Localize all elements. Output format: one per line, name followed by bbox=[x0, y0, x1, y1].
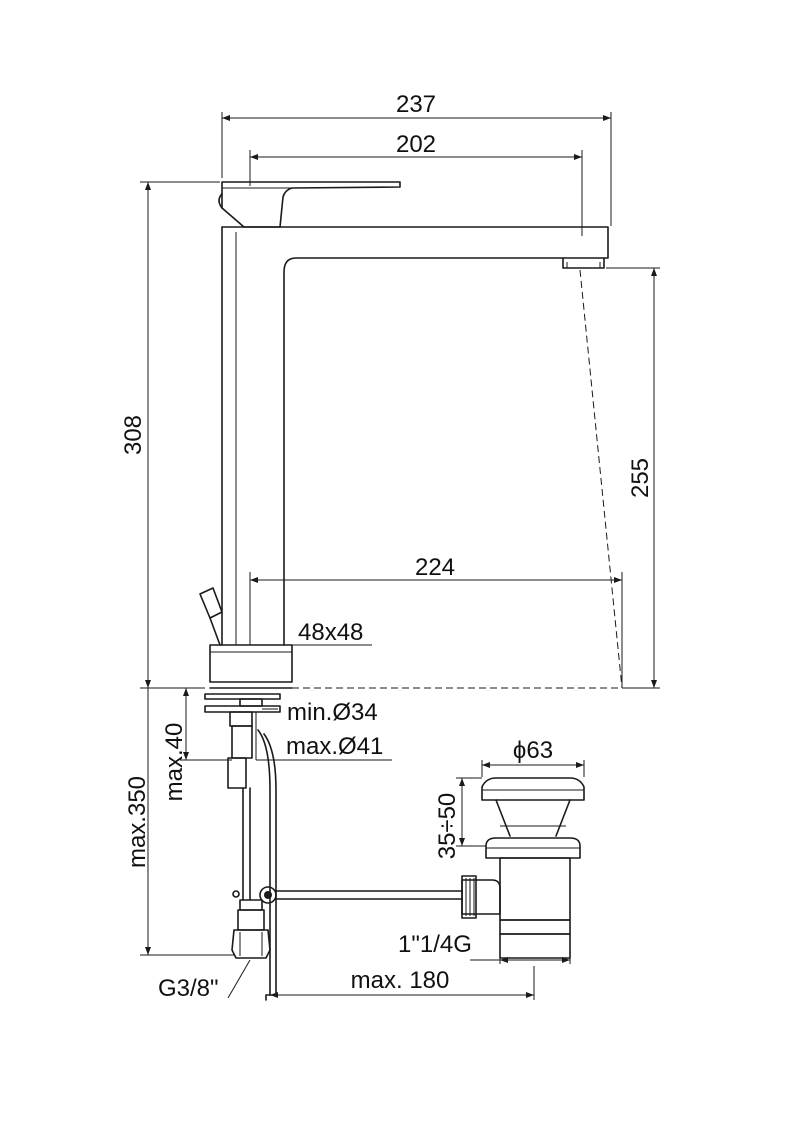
label-trap-distance: max. 180 bbox=[351, 967, 450, 994]
faucet-body bbox=[199, 181, 609, 689]
label-waste-lift: 35÷50 bbox=[434, 793, 461, 860]
waste-assembly bbox=[275, 777, 585, 959]
label-total-width: 237 bbox=[396, 91, 436, 118]
dimension-labels: 237 202 308 255 224 48x48 min.Ø34 max.Ø4… bbox=[120, 91, 654, 1002]
label-body-section: 48x48 bbox=[298, 619, 363, 646]
label-spout-height: 255 bbox=[627, 458, 654, 498]
label-hole-max: max.Ø41 bbox=[286, 733, 383, 760]
label-hose-length: max.350 bbox=[124, 776, 151, 868]
label-hole-min: min.Ø34 bbox=[287, 699, 378, 726]
label-waste-thread: 1"1/4G bbox=[398, 931, 472, 958]
label-spout-projection: 224 bbox=[415, 554, 455, 581]
fixing-assembly bbox=[204, 693, 281, 1001]
label-deck-thickness: max.40 bbox=[161, 723, 188, 802]
label-connection-thread: G3/8" bbox=[158, 975, 219, 1002]
label-total-height: 308 bbox=[120, 415, 147, 455]
label-spout-reach: 202 bbox=[396, 131, 436, 158]
label-waste-diameter: ϕ63 bbox=[513, 737, 553, 764]
dimension-arrows bbox=[145, 115, 657, 998]
projection-lines bbox=[292, 269, 623, 689]
dimension-lines bbox=[140, 112, 660, 1000]
